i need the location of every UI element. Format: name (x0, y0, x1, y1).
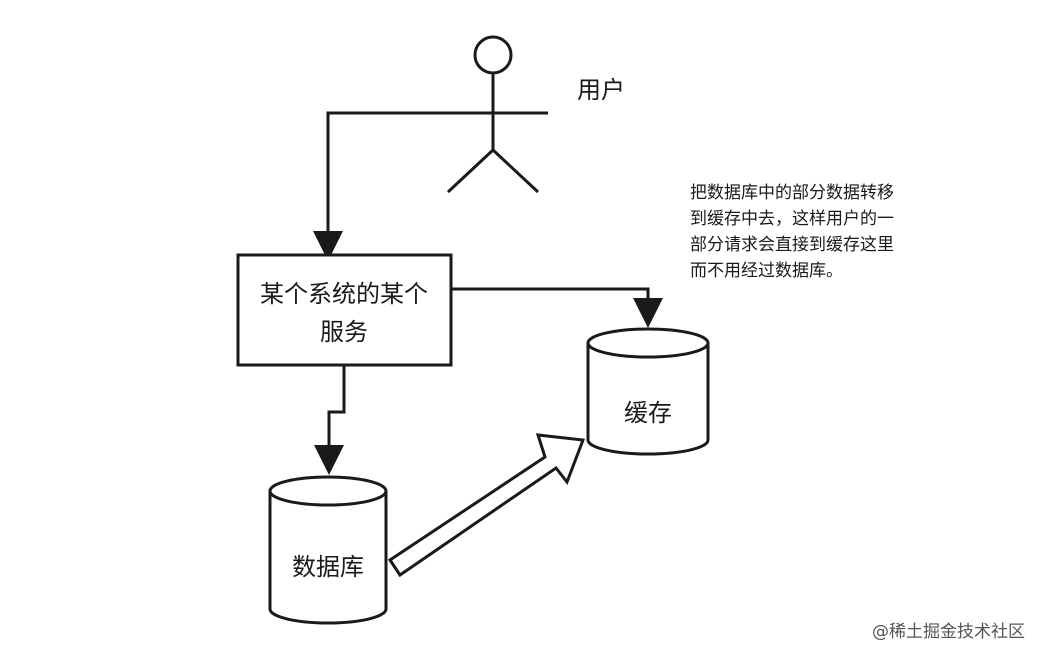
user-actor-icon (438, 35, 548, 194)
cache-label: 缓存 (624, 399, 672, 427)
migration-hollow-arrow (387, 433, 586, 578)
service-label-line1: 某个系统的某个 (260, 280, 428, 308)
cache-cylinder (586, 327, 710, 456)
service-label-line2: 服务 (320, 318, 368, 346)
service-to-database-connector (314, 365, 346, 475)
database-cylinder (268, 475, 388, 625)
user-to-service-connector (313, 111, 438, 261)
service-to-cache-connector (451, 287, 663, 328)
actor-label: 用户 (577, 76, 625, 104)
watermark: @稀土掘金技术社区 (864, 612, 1033, 646)
annotation-note: 把数据库中的部分数据转移 到缓存中去，这样用户的一 部分请求会直接到缓存这里 而… (690, 183, 894, 281)
service-box (236, 253, 453, 367)
database-label: 数据库 (292, 553, 364, 581)
